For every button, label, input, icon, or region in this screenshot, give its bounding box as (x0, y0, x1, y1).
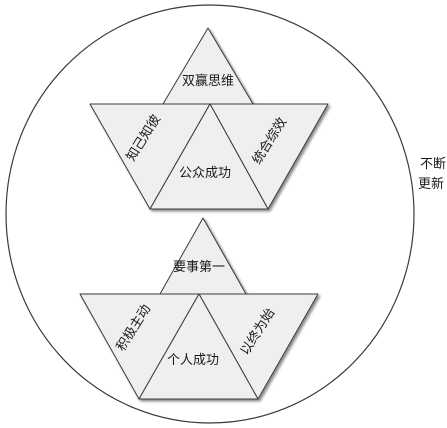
win-win-triangle (162, 27, 254, 105)
public-victory-label: 公众成功 (179, 166, 231, 181)
win-win-label: 双赢思维 (182, 73, 234, 89)
renewal-circle (5, 4, 415, 424)
renewal-label-line1: 不断 (420, 157, 446, 172)
first-things-first-triangle (159, 217, 247, 295)
renewal-label-line2: 更新 (418, 176, 444, 192)
private-victory-group (79, 217, 319, 400)
private-victory-triangle (138, 293, 259, 400)
private-victory-label: 个人成功 (167, 353, 219, 368)
public-victory-group (89, 27, 329, 210)
first-things-first-label: 要事第一 (173, 260, 225, 275)
public-victory-triangle (149, 103, 269, 210)
